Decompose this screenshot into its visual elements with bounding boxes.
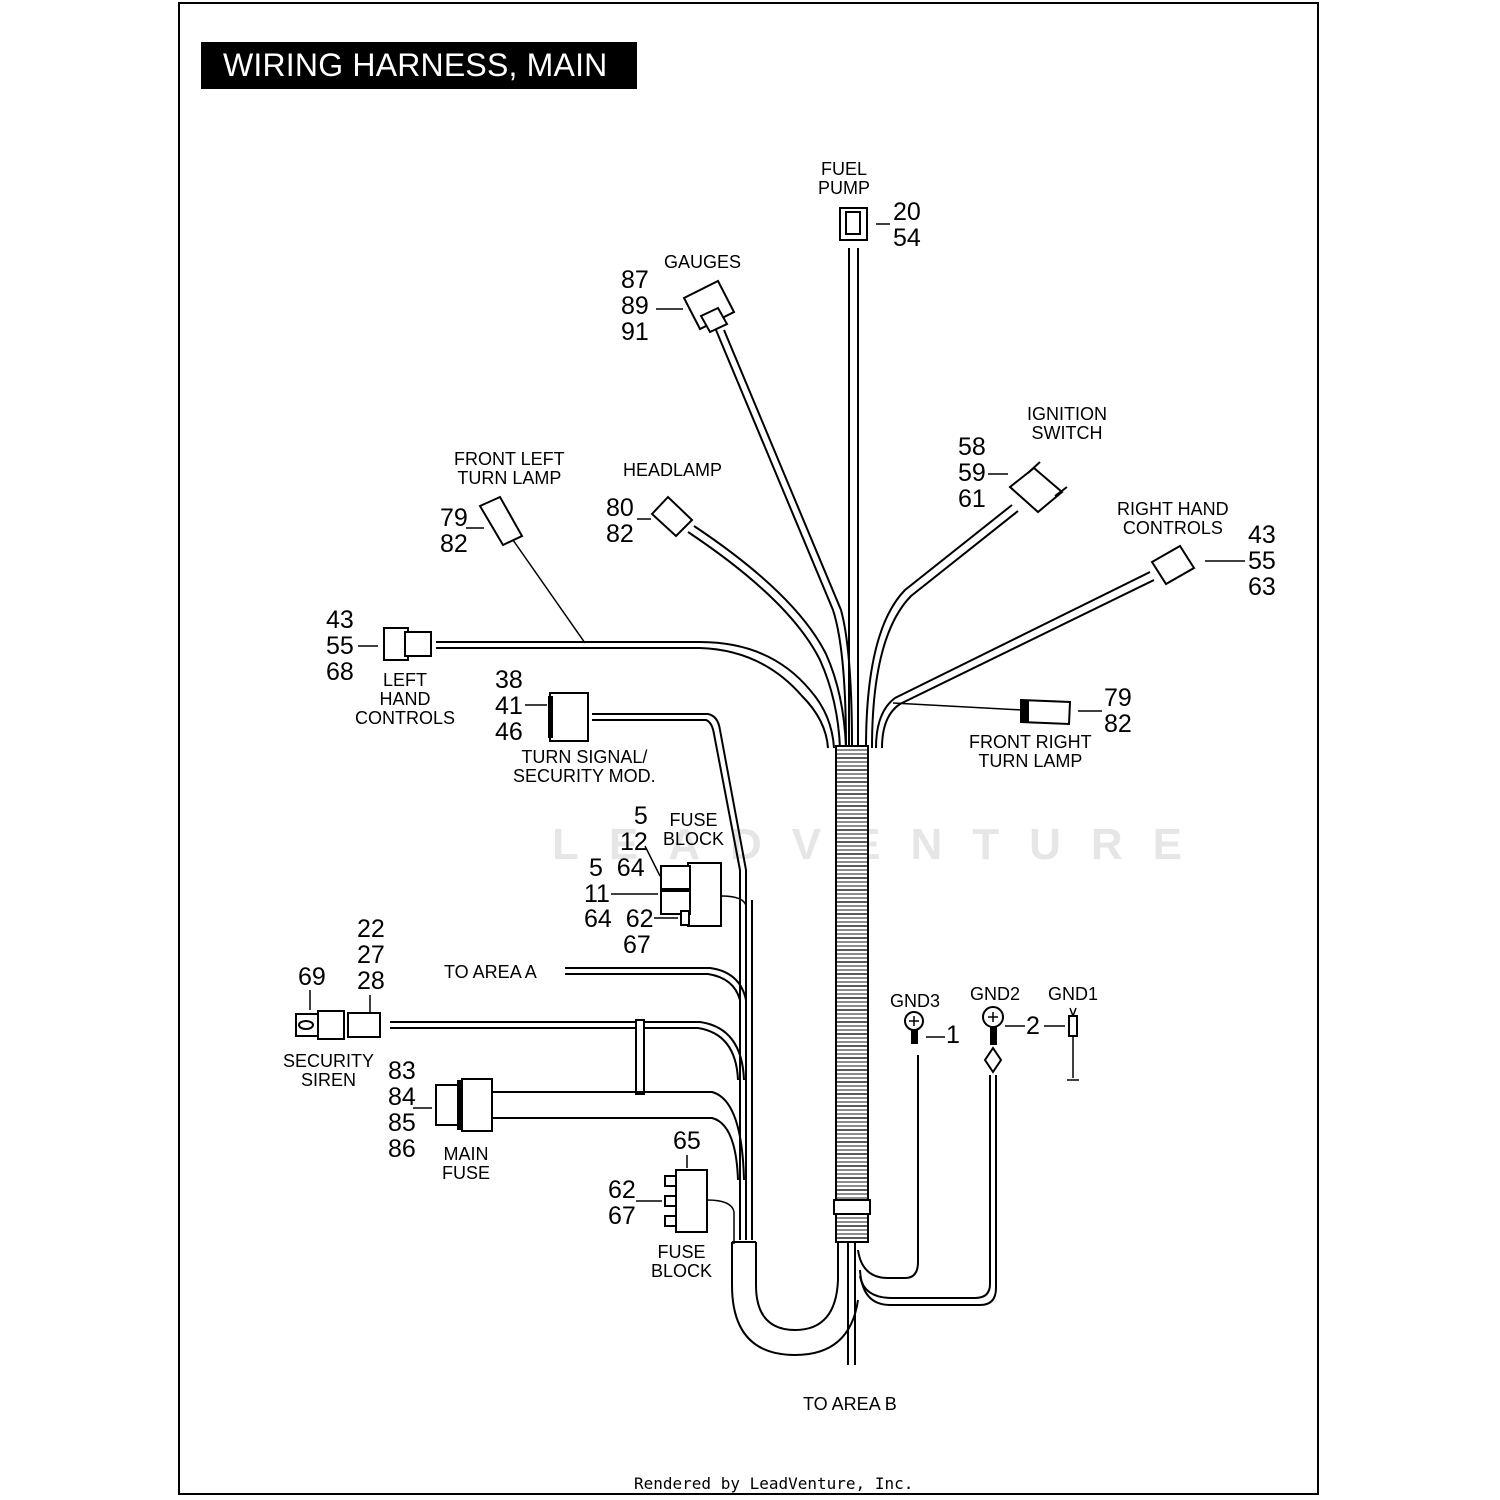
- upper-fuse-block-parts-b: 5 64: [589, 854, 645, 882]
- front-right-turn-lamp-label: FRONT RIGHT TURN LAMP: [969, 732, 1092, 771]
- to-area-a-wire: [565, 967, 747, 1001]
- headlamp-parts: 80 82: [606, 494, 634, 548]
- left-hand-controls-connector[interactable]: [358, 627, 432, 661]
- front-right-turn-lamp-parts: 79 82: [1104, 684, 1132, 738]
- upper-fuse-block[interactable]: [611, 845, 747, 927]
- security-siren-label: SECURITY SIREN: [283, 1051, 375, 1090]
- turn-signal-module-label: TURN SIGNAL/ SECURITY MOD.: [513, 747, 656, 786]
- turn-signal-module-parts: 38 41 46: [495, 666, 523, 746]
- harness-conduit: [833, 745, 871, 1243]
- left-hand-controls-parts: 43 55 68: [326, 606, 354, 686]
- front-right-turn-lamp-wire: [892, 702, 1023, 711]
- ignition-switch-label: IGNITION SWITCH: [1027, 404, 1107, 443]
- front-left-turn-lamp-parts: 79 82: [440, 504, 468, 558]
- security-siren-wire: [390, 1019, 745, 1095]
- to-area-b-label: TO AREA B: [803, 1394, 897, 1414]
- main-fuse-wire: [492, 1091, 745, 1181]
- harness-u-loop: [731, 1241, 859, 1357]
- right-hand-controls-parts: 43 55 63: [1248, 521, 1276, 601]
- lower-fuse-block-label: FUSE BLOCK: [651, 1242, 713, 1281]
- headlamp-connector[interactable]: [637, 495, 694, 538]
- headlamp-wire: [687, 525, 847, 749]
- footer-credit: Rendered by LeadVenture, Inc.: [634, 1474, 914, 1493]
- upper-fuse-block-parts-e: 67: [623, 931, 651, 959]
- front-left-turn-lamp-wire: [512, 539, 586, 644]
- to-area-b-wire: [847, 1242, 856, 1365]
- right-hand-controls-connector[interactable]: [1150, 544, 1245, 586]
- gnd2-label: GND2: [970, 984, 1021, 1004]
- front-left-turn-lamp-label: FRONT LEFT TURN LAMP: [454, 449, 565, 488]
- fuel-pump-label: FUEL PUMP: [818, 159, 871, 198]
- fuel-pump-connector[interactable]: [839, 207, 890, 241]
- upper-fuse-block-label: FUSE BLOCK: [663, 810, 725, 849]
- gnd1-terminal[interactable]: [1067, 1007, 1079, 1081]
- ground-wires: [857, 1055, 997, 1306]
- turn-signal-module-connector[interactable]: [525, 692, 589, 742]
- fuel-pump-parts: 20 54: [893, 198, 921, 252]
- front-left-turn-lamp-connector[interactable]: [466, 495, 524, 547]
- upper-fuse-block-parts-a: 5 12: [620, 802, 648, 856]
- headlamp-label: HEADLAMP: [623, 460, 723, 480]
- gnd3-part: 1: [946, 1021, 960, 1049]
- front-right-turn-lamp-connector[interactable]: [1020, 698, 1102, 726]
- security-siren-parts-right: 22 27 28: [357, 915, 385, 995]
- diagram-frame: [178, 2, 1319, 1495]
- gauges-parts: 87 89 91: [621, 266, 649, 346]
- gauges-connector[interactable]: [656, 279, 736, 334]
- upper-fuse-block-parts-c: 11: [584, 880, 610, 908]
- lower-fuse-block-parts-top: 65: [673, 1127, 701, 1155]
- gauges-label: GAUGES: [664, 252, 742, 272]
- turn-signal-module-wire: [592, 713, 753, 1240]
- to-area-a-label: TO AREA A: [444, 962, 537, 982]
- security-siren-parts-left: 69: [298, 963, 326, 991]
- security-siren-connector[interactable]: [295, 990, 381, 1040]
- ignition-switch-parts: 58 59 61: [958, 433, 986, 513]
- gauges-wire: [715, 329, 853, 749]
- diagram-title: WIRING HARNESS, MAIN: [201, 42, 637, 89]
- upper-fuse-block-parts-d: 64 62: [584, 905, 654, 933]
- main-fuse-parts: 83 84 85 86: [388, 1057, 416, 1163]
- left-hand-controls-wire: [436, 641, 835, 749]
- ignition-switch-connector[interactable]: [988, 461, 1068, 514]
- right-hand-controls-label: RIGHT HAND CONTROLS: [1117, 499, 1229, 538]
- gnd2-part: 2: [1026, 1012, 1040, 1040]
- left-hand-controls-label: LEFT HAND CONTROLS: [355, 670, 456, 728]
- gnd1-label: GND1: [1048, 984, 1099, 1004]
- main-fuse-connector[interactable]: [413, 1078, 493, 1132]
- gnd3-label: GND3: [890, 991, 941, 1011]
- lower-fuse-block[interactable]: [636, 1155, 735, 1244]
- gnd3-terminal[interactable]: [904, 1011, 945, 1044]
- lower-fuse-block-parts-left: 62 67: [608, 1176, 636, 1230]
- ignition-switch-wire: [865, 504, 1019, 749]
- gnd2-terminal[interactable]: [982, 1006, 1065, 1074]
- main-fuse-label: MAIN FUSE: [442, 1144, 491, 1183]
